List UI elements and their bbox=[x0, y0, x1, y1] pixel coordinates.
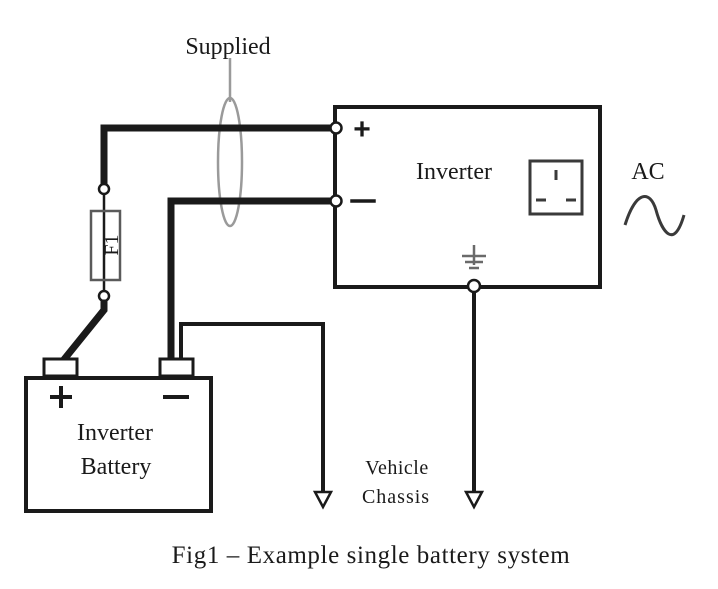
chassis-label-line1: Vehicle bbox=[365, 457, 428, 479]
ac-label: AC bbox=[631, 159, 664, 185]
fuse-body bbox=[89, 209, 122, 282]
battery-negative-post bbox=[158, 357, 195, 378]
inverter-ground-terminal bbox=[466, 278, 482, 294]
positive-wire-battery bbox=[57, 299, 108, 367]
battery-positive-post bbox=[42, 357, 79, 378]
inverter-negative-terminal bbox=[329, 194, 343, 208]
inverter-plus-sign: + bbox=[353, 113, 371, 146]
chassis-ground-arrow-left bbox=[312, 490, 334, 510]
battery-chassis-wire bbox=[179, 322, 325, 495]
figure-caption: Fig1 – Example single battery system bbox=[172, 542, 571, 569]
supplied-label: Supplied bbox=[185, 34, 270, 60]
ac-outlet-icon bbox=[528, 159, 584, 216]
positive-wire-top bbox=[100, 124, 339, 190]
ground-icon bbox=[462, 245, 486, 270]
inverter-box bbox=[333, 105, 602, 289]
ac-sine-wave-icon bbox=[623, 195, 686, 237]
battery-label-line1: Inverter bbox=[77, 420, 153, 446]
fuse-F1 bbox=[89, 182, 122, 303]
battery-body bbox=[24, 376, 213, 513]
supplied-cable-bundle bbox=[216, 58, 244, 228]
battery-label-line2: Battery bbox=[81, 454, 152, 480]
fuse-node-top bbox=[97, 182, 111, 196]
inverter-battery bbox=[24, 357, 213, 513]
fuse-label: F1 bbox=[101, 234, 123, 255]
negative-wire bbox=[167, 197, 339, 367]
chassis-label-line2: Chassis bbox=[362, 486, 430, 508]
chassis-ground-arrow-right bbox=[463, 490, 485, 510]
inverter-positive-terminal bbox=[329, 121, 343, 135]
inverter-label: Inverter bbox=[416, 159, 492, 185]
supplied-bundle-ellipse bbox=[216, 96, 244, 228]
